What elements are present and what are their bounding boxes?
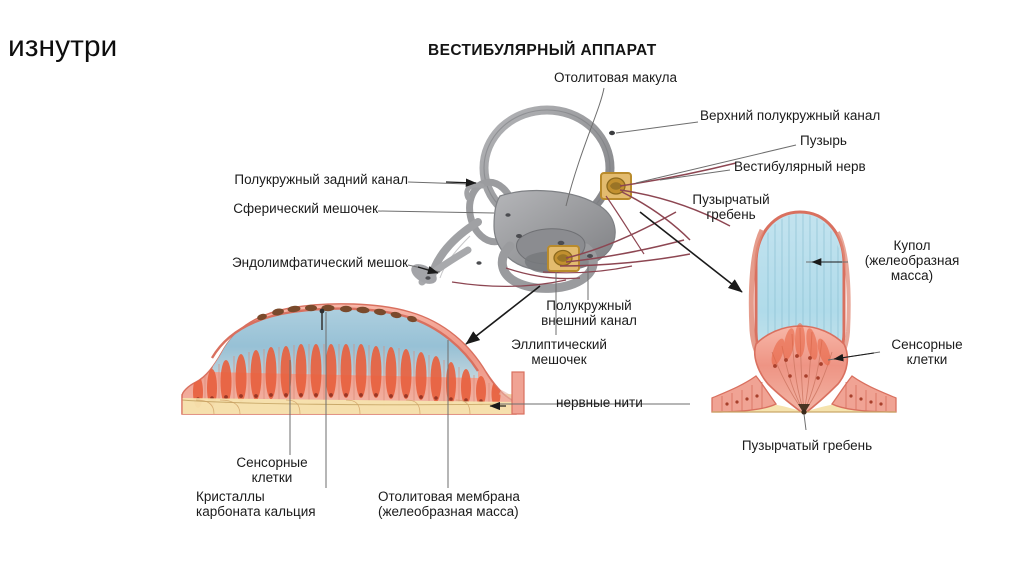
hair-cells-row — [193, 344, 501, 410]
label-ampullar-crest-top: Пузырчатый гребень — [692, 192, 770, 222]
label-superior-semicircular-canal: Верхний полукружный канал — [700, 108, 881, 123]
label-elliptical-sac: Эллиптический мешочек — [511, 337, 607, 367]
label-sensory-cells-left: Сенсорные клетки — [236, 455, 308, 485]
label-calcium-crystals: Кристаллы карбоната кальция — [196, 489, 316, 519]
otolith-macula-illustration — [181, 303, 525, 415]
label-posterior-semicircular-canal: Полукружный задний канал — [234, 172, 408, 187]
pointer-arrows — [417, 178, 875, 411]
label-nerve-threads: нервные нити — [556, 395, 643, 410]
label-endolymphatic-sac: Эндолимфатический мешок — [231, 255, 408, 270]
label-cupula: Купол (желеобразная масса) — [864, 238, 960, 283]
otolith-crystals — [257, 304, 417, 323]
page-title: ВЕСТИБУЛЯРНЫЙ АППАРАТ — [428, 42, 657, 59]
label-sensory-cells-right: Сенсорные клетки — [891, 337, 963, 367]
label-vestibular-nerve: Вестибулярный нерв — [734, 159, 866, 174]
label-ampullar-crest-bottom: Пузырчатый гребень — [741, 438, 873, 453]
label-bubble: Пузырь — [800, 133, 847, 148]
label-lateral-semicircular-canal: Полукружный внешний канал — [541, 298, 637, 328]
label-otolith-membrane: Отолитовая мембрана (желеобразная масса) — [378, 489, 520, 519]
ampulla-lower-highlight — [547, 245, 580, 272]
label-otolith-macula: Отолитовая макула — [554, 70, 677, 85]
ampullar-crest-illustration — [711, 210, 897, 416]
slide-corner-word: изнутри — [8, 30, 118, 63]
label-spherical-sac: Сферический мешочек — [233, 201, 378, 216]
vestibular-nerve-fibers — [542, 162, 737, 274]
